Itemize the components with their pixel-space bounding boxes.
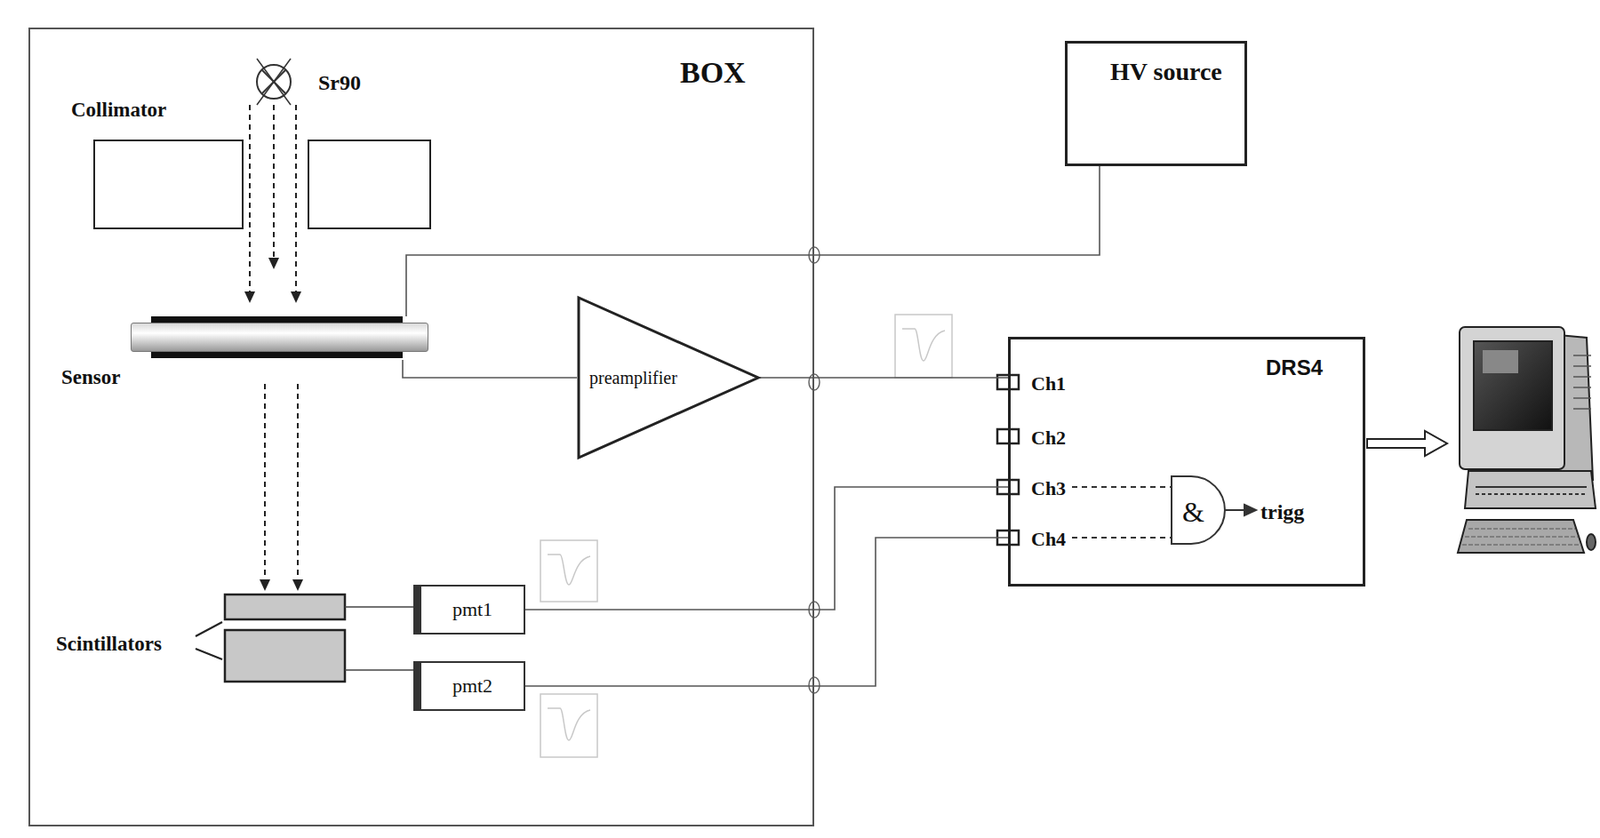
source-symbol <box>256 58 291 105</box>
wire-path <box>760 376 1008 379</box>
electrode <box>151 316 403 323</box>
photomultiplier: pmt1 <box>413 584 526 635</box>
scintillator <box>224 594 345 620</box>
signal-label: trigg <box>1260 500 1304 525</box>
signal-wire <box>760 377 1008 379</box>
preamplifier-triangle: preamplifier <box>576 296 760 460</box>
channel-label: Ch4 <box>1031 528 1066 552</box>
signal-wire <box>525 487 1008 610</box>
collimator-block <box>94 140 243 229</box>
signal-wire <box>402 360 577 378</box>
channel-label: Ch2 <box>1031 426 1066 450</box>
wire-path <box>525 487 1008 610</box>
electrode <box>151 352 403 359</box>
computer-icon <box>1457 327 1596 553</box>
light-guide-wire <box>344 607 414 671</box>
channel-label: Ch3 <box>1031 477 1066 501</box>
part-label: Collimator <box>71 98 167 122</box>
channel-label: Ch1 <box>1031 372 1066 396</box>
sensor: Sensor <box>130 316 429 360</box>
scintillator <box>224 630 345 682</box>
wire-path <box>406 166 1100 317</box>
signal-wire <box>406 166 1100 317</box>
and-symbol: & <box>1182 496 1205 529</box>
feedthrough <box>808 247 820 694</box>
part-label: Scintillators <box>56 632 162 656</box>
trigger-logic <box>1072 476 1256 544</box>
node-text: pmt2 <box>452 674 493 698</box>
node-text: HV source <box>1110 57 1226 87</box>
photomultiplier: pmt2 <box>413 661 526 712</box>
source-label: Sr90 <box>318 71 361 96</box>
arrow-head <box>244 257 304 592</box>
signal-wire <box>525 537 1008 687</box>
wire-path <box>525 537 1008 687</box>
hv-source-box: HV source <box>1064 40 1248 167</box>
node-text: pmt1 <box>452 598 493 622</box>
node-text: BOX <box>680 56 746 90</box>
node-text: preamplifier <box>589 368 678 389</box>
data-arrow <box>1367 431 1448 456</box>
enclosure-box: BOX Sensor preamplifier pmt1 pmt2 <box>28 27 815 827</box>
node-text: DRS4 <box>1265 355 1323 381</box>
collimator-block <box>308 140 431 229</box>
wire-path <box>402 360 577 378</box>
leader-line <box>195 622 223 660</box>
amplifier-triangle <box>578 297 759 458</box>
sensor-substrate <box>130 322 429 352</box>
